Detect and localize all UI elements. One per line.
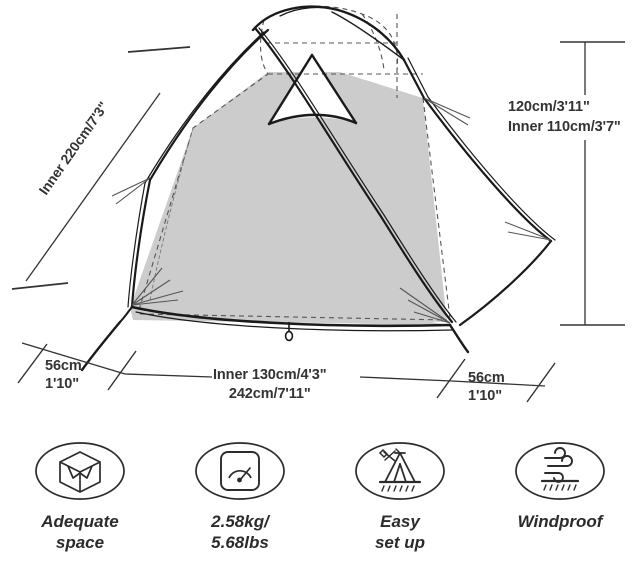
weight-gauge-icon (195, 442, 285, 500)
feature-icon-wrap (352, 440, 448, 502)
tent-outer-fly-outline (80, 5, 556, 372)
dimension-label-bottom-center-inner: Inner 130cm/4'3" (213, 367, 327, 383)
feature-item-adequate-space: Adequate space (5, 440, 155, 553)
dimension-label-bottom-right: 56cm 1'10" (468, 369, 505, 405)
feature-item-weight: 2.58kg/ 5.68lbs (165, 440, 315, 553)
feature-item-easy-set-up: Easy set up (325, 440, 475, 553)
feature-icon-wrap (32, 440, 128, 502)
open-box-icon (35, 442, 125, 500)
dimension-label-right-outer: 120cm/3'11" (508, 99, 590, 115)
dimension-label-bottom-left-cm: 56cm (45, 358, 82, 374)
tent-tools-icon (355, 442, 445, 500)
dim-line-bottom-center-left (124, 373, 213, 378)
feature-icon-wrap (512, 440, 608, 502)
tent-floor-fill (133, 72, 447, 322)
inner-tent-dashed-outline (138, 5, 451, 321)
feature-label-easy-set-up: Easy set up (374, 512, 426, 552)
dim-line-left-diagonal (25, 92, 161, 282)
dimension-label-bottom-left-ft: 1'10" (45, 376, 80, 392)
wind-icon (515, 442, 605, 500)
dimension-label-bottom-center-outer: 242cm/7'11" (228, 386, 311, 402)
zipper-pull-icon (284, 322, 294, 342)
feature-label-weight: 2.58kg/ 5.68lbs (211, 512, 269, 552)
dim-line-bottom-left (21, 342, 126, 375)
dimension-label-bottom-left: 56cm 1'10" (45, 357, 82, 393)
feature-item-windproof: Windproof (485, 440, 635, 532)
tent-door-opening (271, 57, 354, 123)
dimension-label-bottom-right-ft: 1'10" (468, 388, 503, 404)
feature-label-windproof: Windproof (517, 512, 603, 531)
tent-fly-white-upper (193, 30, 423, 128)
guy-lines (111, 97, 552, 324)
dimension-label-bottom-right-cm: 56cm (468, 370, 505, 386)
dimension-label-right-height: 120cm/3'11" Inner 110cm/3'7" (508, 97, 621, 137)
dim-line-bottom-right (451, 380, 546, 387)
dimension-lines (11, 41, 625, 403)
feature-icon-wrap (192, 440, 288, 502)
feature-highlights-row: Adequate space 2.58kg/ 5.68lbs (0, 440, 640, 564)
feature-label-adequate-space: Adequate space (41, 512, 119, 552)
dimension-label-bottom-center: Inner 130cm/4'3" 242cm/7'11" (213, 366, 327, 404)
dim-line-bottom-center-right (359, 376, 453, 382)
dimension-label-right-inner: Inner 110cm/3'7" (508, 119, 621, 135)
